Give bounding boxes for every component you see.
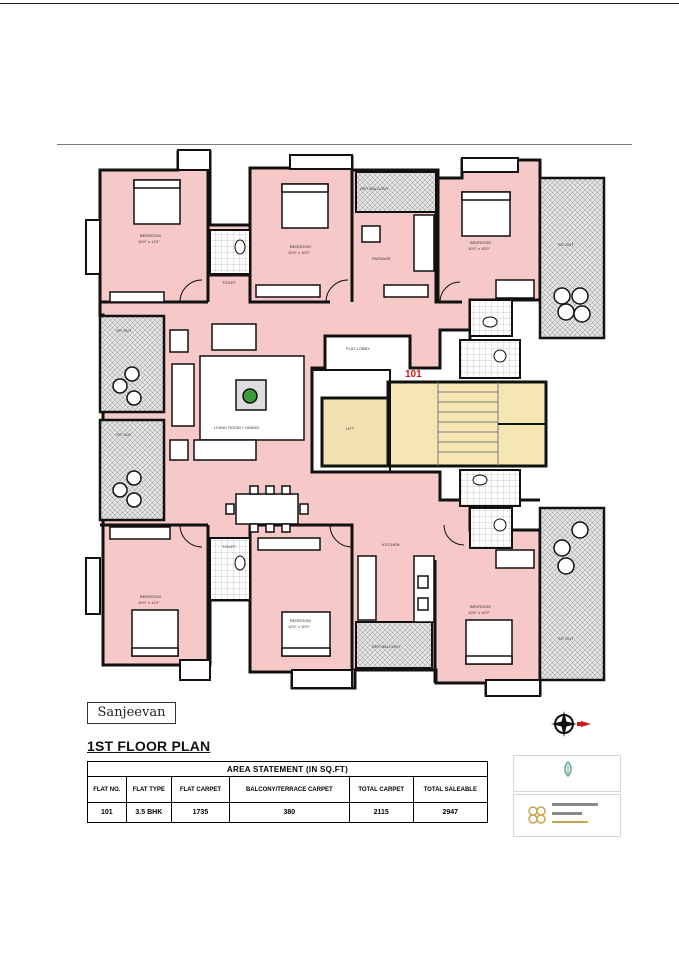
lobby-wall	[311, 369, 391, 473]
plan-title: 1ST FLOOR PLAN	[87, 738, 211, 754]
room-label: BEDROOM	[290, 618, 311, 623]
table-header-row: FLAT NO. FLAT TYPE FLAT CARPET BALCONY/T…	[87, 776, 489, 803]
room-size: 10'0" x 11'0"	[138, 600, 160, 605]
table-cell: 2115	[348, 802, 414, 823]
room-label: BEDROOM	[140, 594, 161, 599]
room-label: PASSAGE	[372, 256, 391, 261]
logo-mark-icon	[564, 761, 572, 777]
area-statement-table: AREA STATEMENT (IN SQ.FT) FLAT NO. FLAT …	[87, 761, 489, 823]
caption-unit: (IN SQ.FT)	[305, 764, 349, 774]
table-header: TOTAL SALEABLE	[412, 776, 489, 803]
table-cell: 380	[228, 802, 350, 823]
room-label: BEDROOM	[140, 233, 161, 238]
living-furniture	[169, 323, 309, 533]
dry-balcony-bottom	[355, 621, 433, 669]
room-label: FLAT LOBBY	[346, 346, 370, 351]
room-size: 10'0" x 10'0"	[468, 610, 491, 615]
windows	[85, 149, 541, 697]
room-label: SIT OUT	[116, 328, 132, 333]
room-label: TOILET	[222, 544, 236, 549]
developer-logos	[513, 755, 621, 837]
lift-shaft	[320, 396, 390, 468]
room-label: SIT OUT	[116, 432, 132, 437]
developer-logo	[513, 794, 621, 837]
room-label: LIFT	[346, 426, 355, 431]
table-header: BALCONY/TERRACE CARPET	[228, 776, 350, 803]
table-header: TOTAL CARPET	[348, 776, 414, 803]
room-label: DRY BALCONY	[360, 186, 389, 191]
project-logo	[513, 755, 621, 792]
dry-balcony-top	[355, 171, 437, 213]
room-label: BEDROOM	[470, 604, 491, 609]
table-header: FLAT TYPE	[125, 776, 173, 803]
caption-text: AREA STATEMENT	[226, 764, 304, 774]
door-swings	[179, 279, 465, 548]
stair-treads	[437, 382, 546, 466]
table-cell: 3.5 BHK	[125, 802, 173, 823]
room-label: SIT OUT	[558, 636, 574, 641]
beds	[131, 179, 513, 665]
brand-logo: Sanjeevan	[87, 702, 176, 724]
table-cell: 101	[87, 802, 127, 823]
logo-flower-icon	[528, 806, 546, 824]
room-label: DRY BALCONY	[372, 644, 401, 649]
room-label: BEDROOM	[470, 240, 491, 245]
kitchen-counters	[357, 555, 435, 623]
table-cell: 2947	[412, 802, 489, 823]
toilets	[209, 229, 521, 601]
room-label: KITCHEN	[382, 542, 400, 547]
floor-plan: BEDROOM 10'0" x 11'0" BEDROOM 10'0" x 10…	[85, 149, 606, 697]
table-cell: 1735	[171, 802, 230, 823]
room-size: 10'0" x 10'0"	[288, 624, 311, 629]
area-statement-caption: AREA STATEMENT (IN SQ.FT)	[87, 761, 488, 777]
room-labels: BEDROOM 10'0" x 11'0" BEDROOM 10'0" x 10…	[116, 186, 574, 649]
table-header: FLAT NO.	[87, 776, 127, 803]
room-label: SIT OUT	[558, 242, 574, 247]
sit-out-right-bottom	[538, 506, 606, 682]
flat-number-marker: 101	[405, 369, 422, 380]
room-label: LIVING ROOM + DINING	[214, 425, 259, 430]
room-size: 10'0" x 10'0"	[468, 246, 491, 251]
table-row: 101 3.5 BHK 1735 380 2115 2947	[87, 802, 489, 823]
room-label: BEDROOM	[290, 244, 311, 249]
top-border	[0, 3, 679, 4]
table-header: FLAT CARPET	[171, 776, 230, 803]
room-label: TOILET	[222, 280, 236, 285]
compass-rose-icon	[551, 711, 591, 737]
room-size: 10'0" x 10'0"	[288, 250, 311, 255]
wardrobes	[109, 279, 535, 569]
sit-out-furniture	[112, 225, 591, 575]
room-size: 10'0" x 11'0"	[138, 239, 160, 244]
developer-logo-lines	[552, 803, 598, 823]
header-rule	[57, 144, 632, 145]
